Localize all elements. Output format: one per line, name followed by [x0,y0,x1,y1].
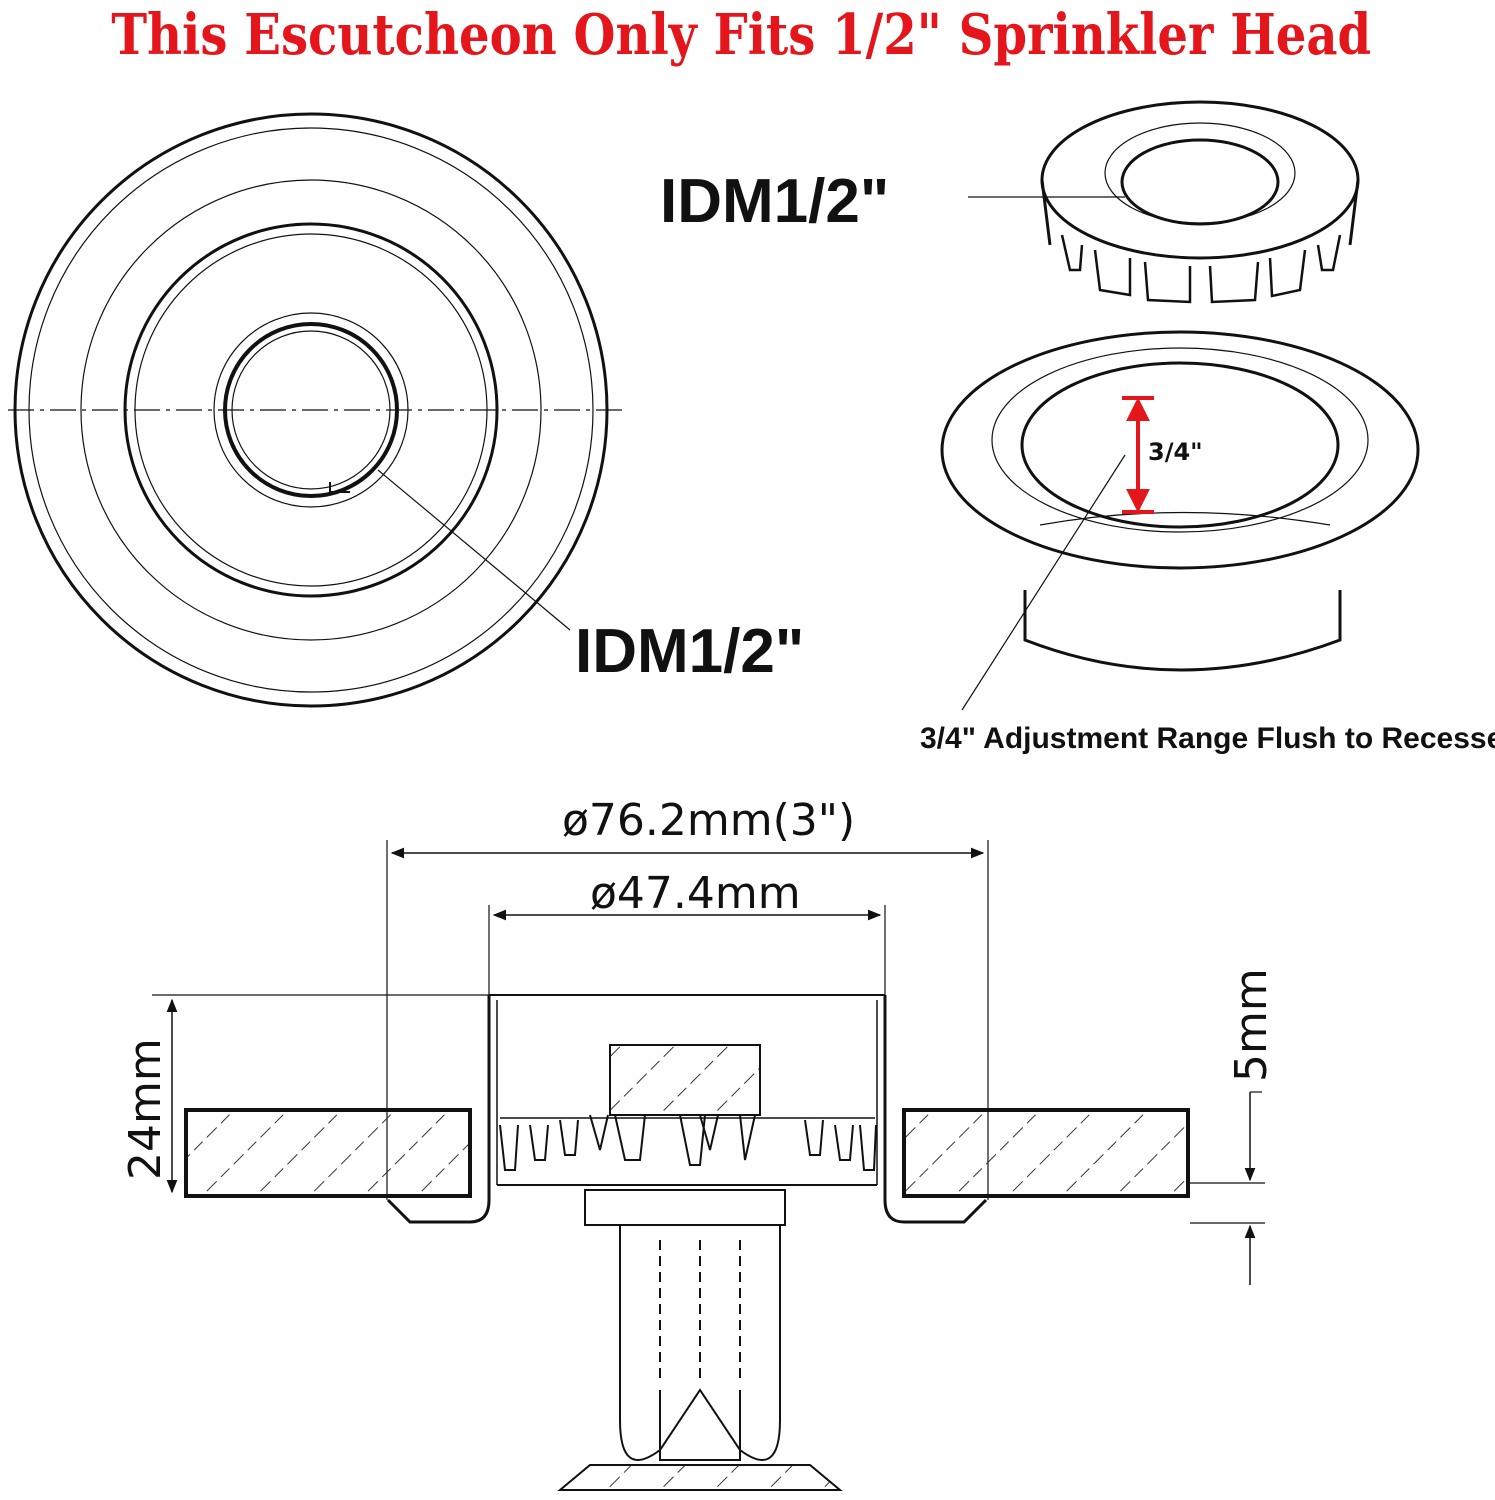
depth-label: 3/4" [1148,438,1203,466]
inner-diameter-label: ø47.4mm [590,868,801,919]
thickness-label: 5mm [1226,968,1277,1082]
product-title: This Escutcheon Only Fits 1/2" Sprinkler… [111,2,1372,68]
height-label: 24mm [120,1038,171,1180]
ceiling-section-right [902,1108,1190,1198]
ceiling-section-left [184,1108,472,1198]
depth-dimension-arrow [1122,396,1154,514]
top-view-escutcheon [968,100,1360,304]
outer-diameter-label: ø76.2mm(3") [562,795,855,846]
thickness-dimension [1190,1091,1265,1285]
inner-diameter-dimension [488,905,886,1000]
height-dimension [152,994,489,1194]
escutcheon-section [386,994,988,1224]
top-view-idm-label: IDM1/2" [660,167,889,236]
front-view-escutcheon [8,112,622,708]
front-view-idm-label: IDM1/2" [575,617,804,686]
sprinkler-head [557,1044,843,1491]
side-view-escutcheon [940,330,1420,711]
adjustment-note: 3/4" Adjustment Range Flush to Recessed [920,722,1495,755]
